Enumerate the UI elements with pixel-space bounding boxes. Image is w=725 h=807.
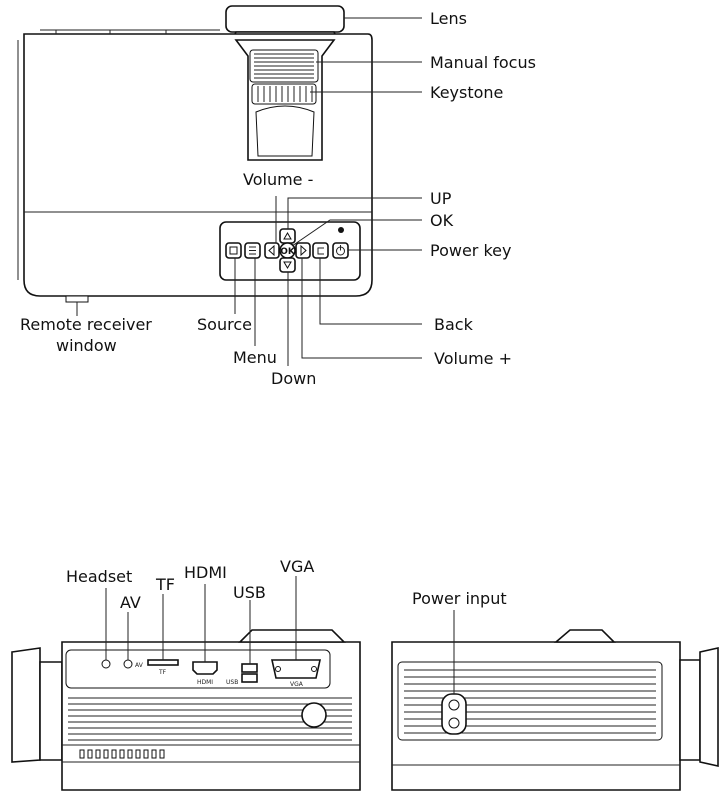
side-view-left: AV TF HDMI USB VGA Headset AV TF HDMI US… — [11, 557, 361, 791]
projector-body-left-side — [11, 629, 361, 791]
label-keystone: Keystone — [430, 83, 503, 102]
manual-focus-ring — [254, 53, 314, 79]
av-port[interactable] — [123, 659, 133, 669]
label-menu: Menu — [233, 348, 277, 367]
label-hdmi: HDMI — [184, 563, 227, 582]
label-power-key: Power key — [430, 241, 511, 260]
label-lens: Lens — [430, 9, 467, 28]
label-headset: Headset — [66, 567, 132, 586]
label-power-input: Power input — [412, 589, 507, 608]
bottom-vents — [79, 749, 165, 759]
side-view-right: Power input — [391, 589, 719, 791]
label-manual-focus: Manual focus — [430, 53, 536, 72]
vga-port-print: VGA — [290, 681, 304, 688]
top-view-leaders — [76, 17, 422, 366]
label-tf: TF — [155, 575, 175, 594]
label-volume-minus: Volume - — [243, 170, 313, 189]
label-source: Source — [197, 315, 252, 334]
usb-port-1[interactable] — [241, 663, 258, 673]
label-ok: OK — [430, 211, 454, 230]
label-up: UP — [430, 189, 452, 208]
projector-body-right-side — [391, 629, 719, 791]
hdmi-port-print: HDMI — [197, 679, 213, 686]
side-left-leaders — [105, 576, 297, 664]
label-down: Down — [271, 369, 316, 388]
label-remote-receiver-line1: Remote receiver — [20, 315, 152, 334]
back-button[interactable] — [312, 242, 329, 259]
label-vga: VGA — [280, 557, 314, 576]
tf-slot-print: TF — [158, 669, 167, 676]
hdmi-port[interactable] — [192, 661, 218, 675]
control-panel: OK — [219, 221, 361, 281]
power-indicator-led — [338, 227, 344, 233]
label-av: AV — [120, 593, 141, 612]
top-view: OK Lens — [17, 5, 536, 388]
label-remote-receiver-line2: window — [56, 336, 117, 355]
focus-housing — [234, 39, 336, 161]
headset-port[interactable] — [101, 659, 111, 669]
av-port-print: AV — [135, 662, 144, 669]
keystone-wheel — [257, 86, 313, 102]
side-round-foot — [301, 702, 327, 728]
usb-port-print: USB — [226, 679, 238, 686]
ok-button-glyph: OK — [280, 247, 296, 257]
tf-slot[interactable] — [147, 659, 179, 666]
vga-port[interactable] — [271, 659, 321, 679]
label-volume-plus: Volume + — [434, 349, 512, 368]
usb-port-2[interactable] — [241, 673, 258, 683]
label-back: Back — [434, 315, 474, 334]
label-usb: USB — [233, 583, 266, 602]
